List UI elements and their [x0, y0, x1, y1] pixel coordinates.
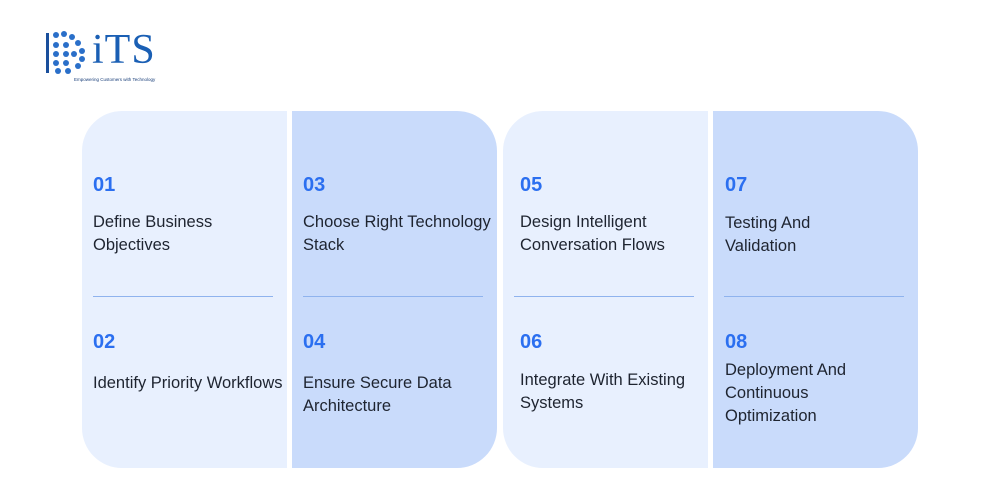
step-number: 01: [93, 174, 116, 196]
step-title: Ensure Secure Data Architecture: [303, 374, 452, 415]
step-title: Testing And Validation: [725, 214, 811, 255]
divider: [724, 296, 904, 297]
step-number: 07: [725, 174, 748, 196]
step-number: 05: [520, 174, 543, 196]
steps-group-1: 01 Define Business Objectives 02 Identif…: [82, 111, 497, 468]
step-title: Deployment And Continuous Optimization: [725, 361, 847, 425]
step-title: Identify Priority Workflows: [93, 374, 283, 392]
step-column-4: 07 Testing And Validation 08 Deployment …: [713, 111, 918, 468]
step-column-2: 03 Choose Right Technology Stack 04 Ensu…: [292, 111, 497, 468]
step-column-1: 01 Define Business Objectives 02 Identif…: [82, 111, 287, 468]
divider: [93, 296, 273, 297]
step-title: Choose Right Technology Stack: [303, 213, 491, 254]
step-title: Design Intelligent Conversation Flows: [520, 213, 665, 254]
logo-text: iTS: [92, 27, 156, 73]
step-number: 02: [93, 331, 116, 353]
step-number: 03: [303, 174, 326, 196]
step-number: 08: [725, 331, 748, 353]
logo-dots-icon: [46, 31, 85, 74]
logo-tagline: Empowering Customers with Technology: [74, 77, 156, 82]
divider: [303, 296, 483, 297]
step-column-3: 05 Design Intelligent Conversation Flows…: [503, 111, 708, 468]
company-logo: iTS Empowering Customers with Technology: [44, 27, 164, 86]
divider: [514, 296, 694, 297]
steps-group-2: 05 Design Intelligent Conversation Flows…: [503, 111, 918, 468]
step-title: Define Business Objectives: [93, 213, 213, 254]
step-title: Integrate With Existing Systems: [520, 371, 686, 412]
step-number: 06: [520, 331, 543, 353]
step-number: 04: [303, 331, 326, 353]
